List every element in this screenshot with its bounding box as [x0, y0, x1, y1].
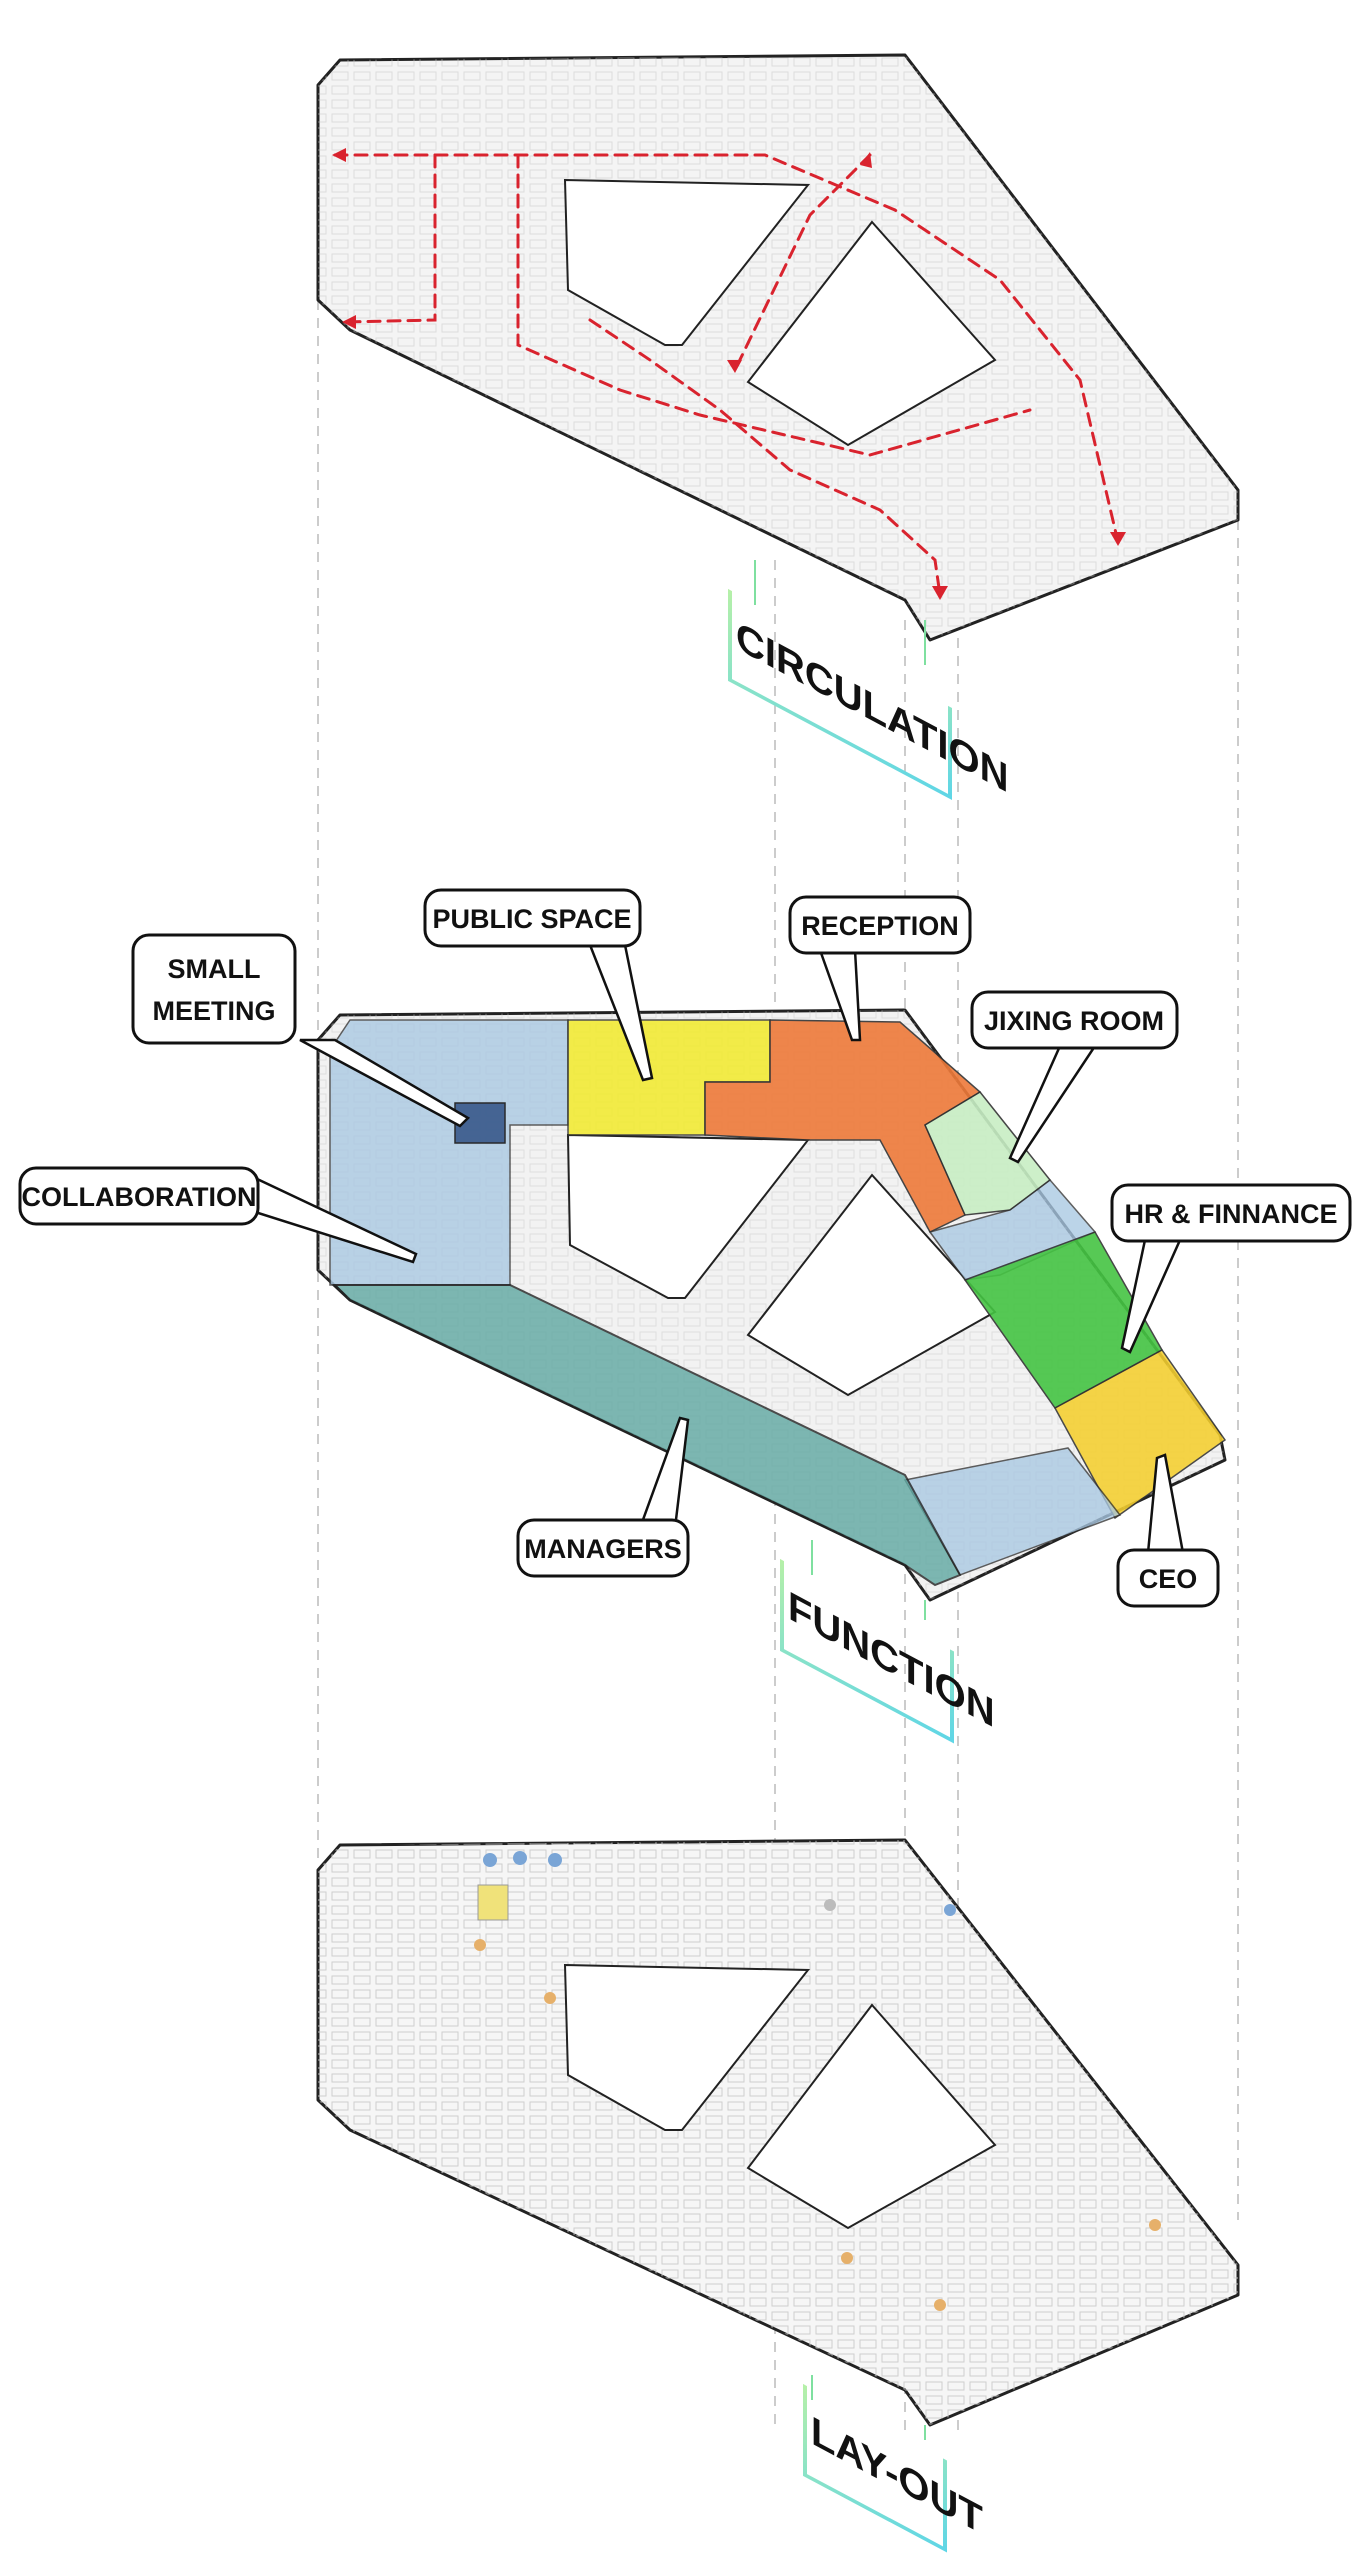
callout-ceo-label: CEO [1139, 1564, 1198, 1594]
zone-managers [332, 1284, 962, 1587]
callout-small-meeting-line-2: MEETING [152, 996, 275, 1026]
callout-hr-finnance: HR & FINNANCE [1110, 1183, 1352, 1354]
atrium-void-6 [746, 2003, 997, 2230]
badge-function-label: FUNCTION [788, 1583, 995, 1738]
furniture-accents [474, 1851, 1161, 2311]
zone-ceo [1053, 1349, 1227, 1520]
circulation-arrowheads [332, 148, 1126, 600]
callout-managers: MANAGERS [516, 1416, 690, 1578]
callout-managers-label: MANAGERS [524, 1534, 682, 1564]
callout-reception-label: RECEPTION [801, 911, 959, 941]
atrium-void-3 [566, 1133, 811, 1299]
callout-jixing-room: JIXING ROOM [970, 990, 1179, 1164]
callout-collaboration-label: COLLABORATION [22, 1182, 257, 1212]
callout-reception: RECEPTION [788, 895, 972, 1042]
atrium-void-5 [563, 1963, 811, 2131]
badge-function: FUNCTION [780, 1558, 995, 1744]
zone-reception [704, 1019, 982, 1233]
callout-hr-finnance-label: HR & FINNANCE [1125, 1199, 1338, 1229]
callout-collaboration: COLLABORATION [18, 1166, 418, 1264]
callout-ceo: CEO [1116, 1453, 1220, 1608]
layer-circulation: CIRCULATION [316, 53, 1240, 803]
callout-public-space-label: PUBLIC SPACE [432, 904, 631, 934]
circulation-paths [333, 153, 1120, 597]
atrium-void-1 [563, 178, 811, 346]
badge-circulation-label: CIRCULATION [736, 613, 1008, 803]
layer-function: SMALL MEETING PUBLIC SPACE RECEPTION JIX… [18, 888, 1352, 1744]
callout-public-space: PUBLIC SPACE [423, 888, 654, 1082]
atrium-void-4 [746, 1173, 997, 1397]
callouts: SMALL MEETING PUBLIC SPACE RECEPTION JIX… [18, 888, 1352, 1608]
callout-jixing-room-label: JIXING ROOM [984, 1006, 1164, 1036]
callout-small-meeting-line-1: SMALL [168, 954, 261, 984]
atrium-void-2 [746, 220, 997, 447]
callout-small-meeting: SMALL MEETING [131, 933, 471, 1128]
layer-layout: LAY-OUT [316, 1838, 1240, 2553]
zone-small-meeting [454, 1102, 506, 1144]
